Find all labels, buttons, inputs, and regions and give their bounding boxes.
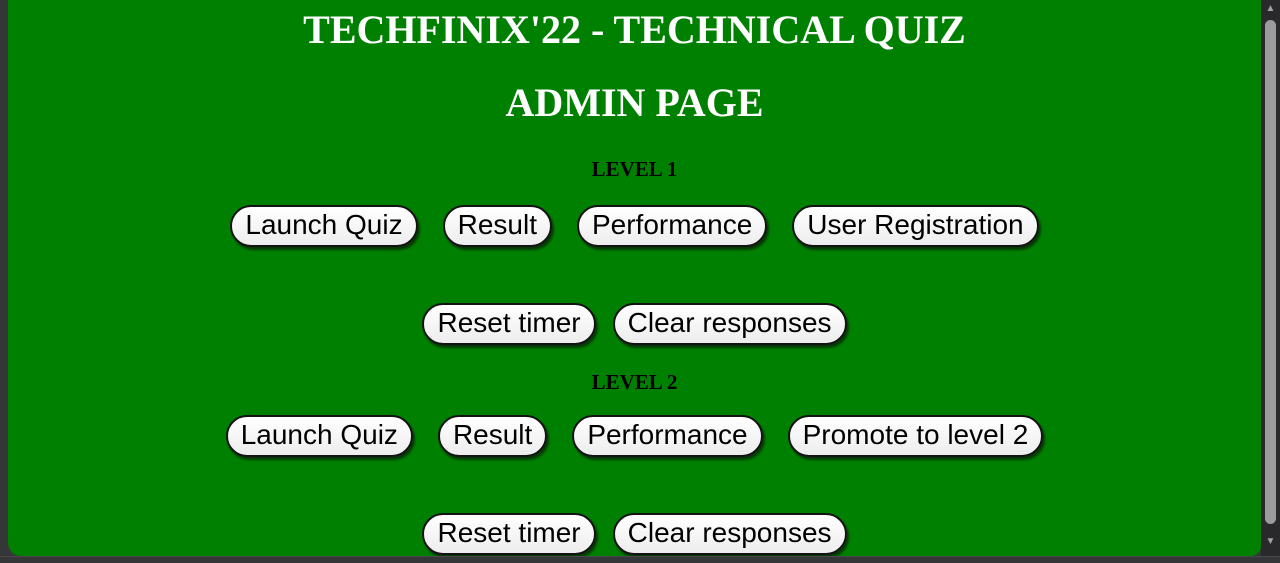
level2-launch-quiz-button[interactable]: Launch Quiz [225,415,413,457]
vertical-scrollbar[interactable]: ▲ ▼ [1261,0,1280,556]
scroll-down-button[interactable]: ▼ [1261,533,1280,550]
admin-page: TECHFINIX'22 - TECHNICAL QUIZ ADMIN PAGE… [8,0,1261,556]
level1-result-button[interactable]: Result [442,205,552,247]
scroll-up-button[interactable]: ▲ [1261,0,1280,17]
admin-page-heading: ADMIN PAGE [505,80,764,125]
level1-launch-quiz-button[interactable]: Launch Quiz [230,205,418,247]
down-arrow-icon: ▼ [1265,535,1276,547]
level-2-utility-row: Reset timer Clear responses [8,513,1261,555]
level2-promote-button[interactable]: Promote to level 2 [787,415,1044,457]
level-2-action-row: Launch Quiz Result Performance Promote t… [8,415,1261,457]
vertical-scrollbar-thumb[interactable] [1265,20,1276,524]
up-arrow-icon: ▲ [1265,2,1276,14]
level2-result-button[interactable]: Result [437,415,548,457]
level1-clear-responses-button[interactable]: Clear responses [612,303,847,345]
bottom-frame-strip [0,556,1280,563]
level-1-heading: LEVEL 1 [591,157,678,181]
level-1-action-row: Launch Quiz Result Performance User Regi… [8,205,1261,247]
level1-user-registration-button[interactable]: User Registration [792,205,1039,247]
level-2-heading: LEVEL 2 [591,370,678,394]
level2-performance-button[interactable]: Performance [572,415,763,457]
level2-clear-responses-button[interactable]: Clear responses [612,513,847,555]
level2-reset-timer-button[interactable]: Reset timer [422,513,596,555]
level-1-utility-row: Reset timer Clear responses [8,303,1261,345]
level1-reset-timer-button[interactable]: Reset timer [422,303,596,345]
page-title: TECHFINIX'22 - TECHNICAL QUIZ [303,7,966,52]
level1-performance-button[interactable]: Performance [576,205,768,247]
